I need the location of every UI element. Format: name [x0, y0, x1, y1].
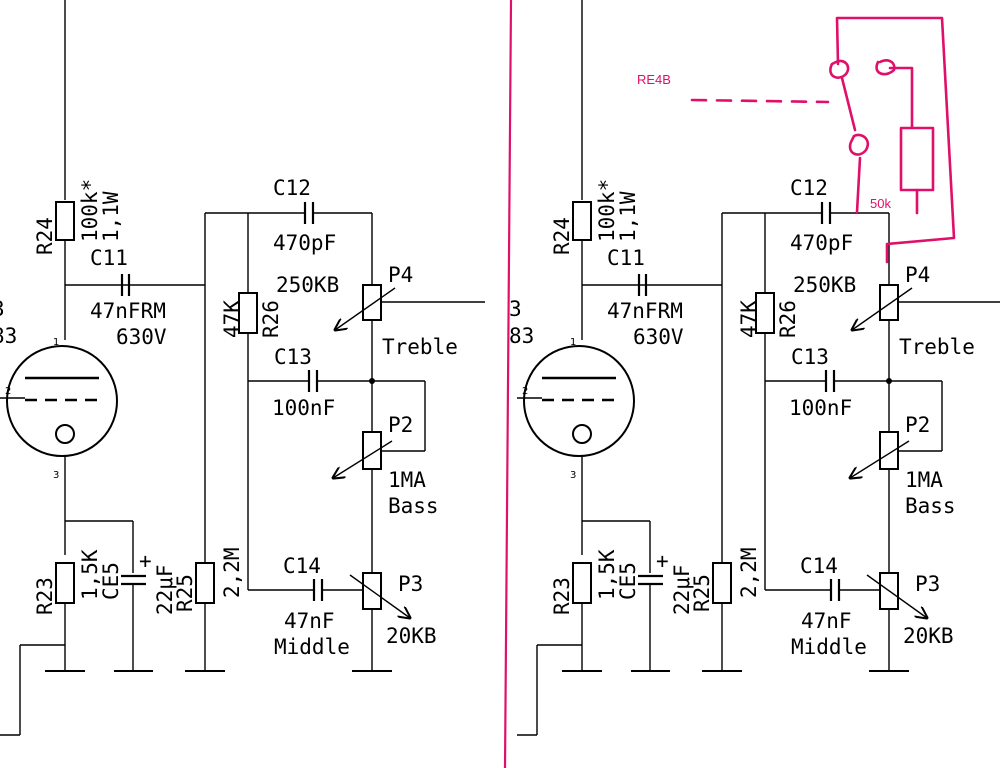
resistor-label: 50k: [870, 196, 891, 211]
switch-contact-lower: [848, 133, 870, 156]
p3-label: P3: [915, 572, 940, 596]
schematic-original: 3 83 1 2 3 R24 100k* 1,1W C11 47nFRM 630…: [0, 0, 485, 735]
schematic-modified: 3 83 1 2 3 R24 100k* 1,1W C11 47nFRM 630…: [509, 0, 1000, 735]
c11-voltage: 630V: [633, 325, 684, 349]
outer-loop-wire: [835, 16, 956, 264]
r26-value: 47K: [220, 300, 244, 338]
r26-label: R26: [259, 300, 283, 338]
wire-to-resistor: [888, 66, 914, 130]
ce5-label: CE5: [616, 562, 640, 600]
added-resistor: [899, 126, 935, 192]
r24-label: R24: [550, 217, 574, 255]
pin-1: 1: [53, 337, 59, 348]
switch-dashed-actuator: [690, 98, 830, 104]
p2-value: 1MA: [905, 468, 943, 492]
p4-value: 250KB: [793, 273, 856, 297]
r23-value: 1,5K: [595, 549, 619, 600]
wire-to-c12: [855, 156, 862, 214]
r24-rating: 1,1W: [616, 191, 640, 242]
pin-2: 2: [5, 386, 11, 397]
c12-value: 470pF: [273, 231, 336, 255]
switch-contact-right: [875, 59, 896, 76]
ce5-value: 22μF: [153, 564, 177, 615]
r26-label: R26: [776, 300, 800, 338]
p3-value: 20KB: [386, 624, 437, 648]
treble-label: Treble: [899, 335, 975, 359]
c14-value: 47nF: [284, 609, 335, 633]
r23-value: 1,5K: [78, 549, 102, 600]
switch-blade: [840, 76, 857, 132]
c11-value: 47nFRM: [607, 299, 683, 323]
r24-label: R24: [33, 217, 57, 255]
c13-value: 100nF: [272, 396, 335, 420]
hand-drawn-modification: [690, 16, 956, 264]
p3-label: P3: [398, 572, 423, 596]
c11-value: 47nFRM: [90, 299, 166, 323]
tube-fragment-bottom: 83: [0, 324, 17, 348]
ce5-plus: +: [656, 549, 669, 573]
c11-label: C11: [90, 246, 128, 270]
middle-label: Middle: [274, 635, 350, 659]
p4-label: P4: [388, 263, 413, 287]
treble-label: Treble: [382, 335, 458, 359]
c11-label: C11: [607, 246, 645, 270]
middle-label: Middle: [791, 635, 867, 659]
r23-label: R23: [33, 577, 57, 615]
r25-label: R25: [690, 574, 714, 612]
c12-value: 470pF: [790, 231, 853, 255]
r26-value: 47K: [737, 300, 761, 338]
p2-label: P2: [905, 413, 930, 437]
ce5-value: 22μF: [670, 564, 694, 615]
ce5-plus: +: [139, 549, 152, 573]
r24-value: 100k*: [78, 179, 102, 242]
switch-label: RE4B: [637, 72, 671, 87]
p4-value: 250KB: [276, 273, 339, 297]
c14-label: C14: [283, 554, 321, 578]
bass-label: Bass: [388, 494, 439, 518]
c13-label: C13: [791, 345, 829, 369]
c11-voltage: 630V: [116, 325, 167, 349]
p4-label: P4: [905, 263, 930, 287]
p2-label: P2: [388, 413, 413, 437]
ce5-label: CE5: [99, 562, 123, 600]
r25-value: 2,2M: [220, 547, 244, 598]
switch-contact-upper: [829, 59, 850, 79]
pin-3: 3: [53, 470, 59, 481]
r25-value: 2,2M: [737, 547, 761, 598]
bass-label: Bass: [905, 494, 956, 518]
c13-label: C13: [274, 345, 312, 369]
r23-label: R23: [550, 577, 574, 615]
tube-fragment-top: 3: [0, 297, 5, 321]
pin-3: 3: [570, 470, 576, 481]
divider-line: [503, 0, 513, 768]
c14-value: 47nF: [801, 609, 852, 633]
c12-label: C12: [273, 176, 311, 200]
c12-label: C12: [790, 176, 828, 200]
tube-fragment-top: 3: [509, 297, 522, 321]
c14-label: C14: [800, 554, 838, 578]
p3-value: 20KB: [903, 624, 954, 648]
r24-value: 100k*: [595, 179, 619, 242]
r24-rating: 1,1W: [99, 191, 123, 242]
pin-2: 2: [522, 386, 528, 397]
p2-value: 1MA: [388, 468, 426, 492]
c13-value: 100nF: [789, 396, 852, 420]
r25-label: R25: [173, 574, 197, 612]
tube-fragment-bottom: 83: [509, 324, 534, 348]
pin-1: 1: [570, 337, 576, 348]
